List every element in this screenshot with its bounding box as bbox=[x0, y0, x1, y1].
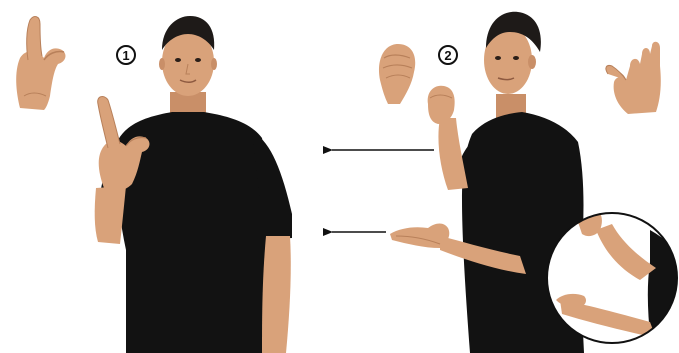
person-left-left-arm bbox=[95, 186, 126, 244]
open-hand-handshape-icon bbox=[606, 42, 661, 114]
person-left-right-arm bbox=[262, 236, 291, 353]
person-left bbox=[95, 16, 292, 353]
fist-handshape-icon bbox=[379, 44, 415, 104]
